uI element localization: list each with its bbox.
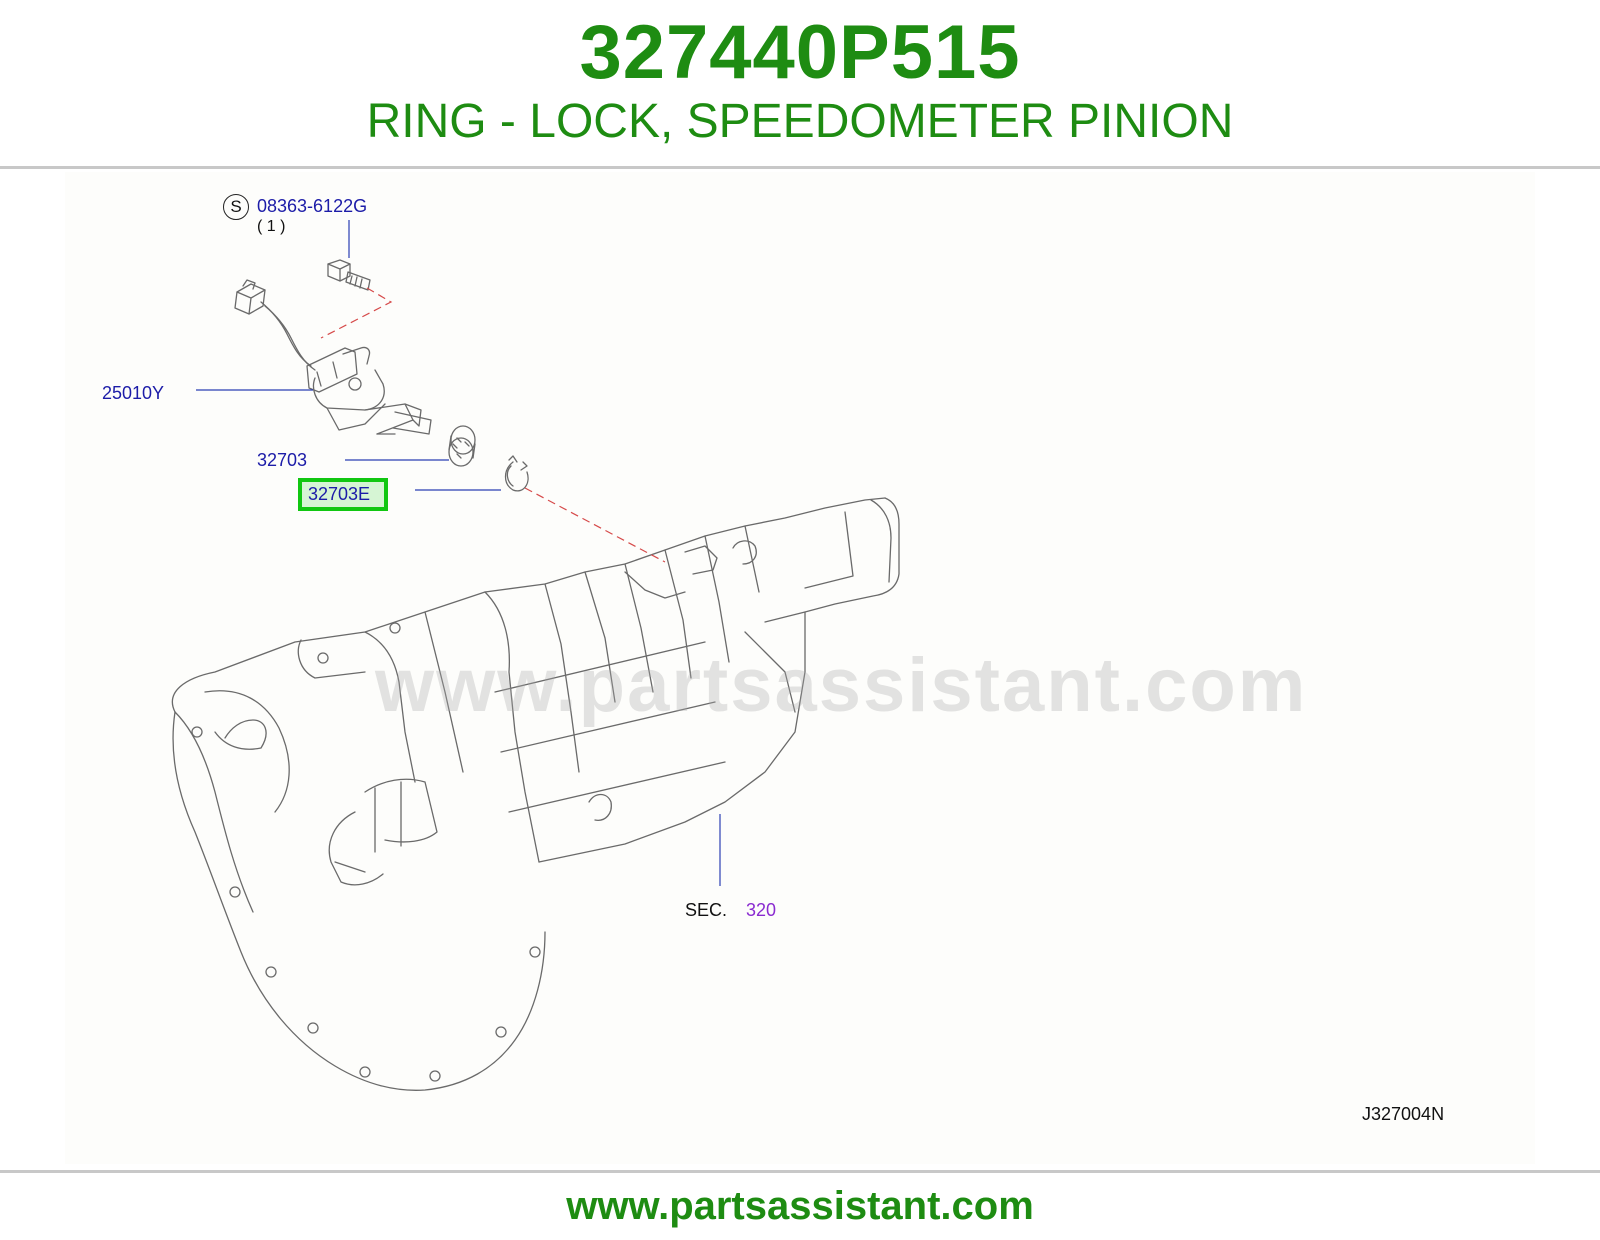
sensor-part-label[interactable]: 25010Y <box>102 383 165 403</box>
part-number-title: 327440P515 <box>579 10 1021 95</box>
leader-lines <box>196 220 721 886</box>
assembly-guide-lines <box>320 287 666 563</box>
header-divider <box>0 166 1600 169</box>
part-name-subtitle: RING - LOCK, SPEEDOMETER PINION <box>366 95 1234 148</box>
diagram-code: J327004N <box>1362 1104 1445 1124</box>
speed-sensor-drawing <box>306 346 432 435</box>
lock-ring-drawing <box>504 455 529 492</box>
pinion-part-label[interactable]: 32703 <box>257 450 308 470</box>
exploded-view-drawing <box>171 220 900 1091</box>
sensor-connector-drawing <box>234 279 316 371</box>
parts-diagram: S 08363-6122G ( 1 ) 25010Y 32703 32703E … <box>65 172 1535 1164</box>
page-header: 327440P515 RING - LOCK, SPEEDOMETER PINI… <box>0 0 1600 168</box>
watermark: www.partsassistant.com <box>375 643 1308 728</box>
section-link[interactable]: 320 <box>746 900 777 920</box>
footer-divider <box>0 1170 1600 1173</box>
highlighted-part-box[interactable]: 32703E <box>298 478 388 511</box>
transmission-housing-drawing <box>171 497 900 1091</box>
standard-part-symbol: S <box>223 194 249 220</box>
site-url[interactable]: www.partsassistant.com <box>566 1184 1034 1228</box>
pinion-gear-drawing <box>448 425 476 467</box>
bolt-quantity: ( 1 ) <box>257 218 286 235</box>
bolt-drawing <box>327 259 371 291</box>
ring-part-label[interactable]: 32703E <box>308 484 371 504</box>
section-prefix: SEC. <box>685 900 728 920</box>
bolt-part-label[interactable]: 08363-6122G <box>257 196 368 216</box>
bell-housing-holes-drawing <box>191 622 541 1082</box>
